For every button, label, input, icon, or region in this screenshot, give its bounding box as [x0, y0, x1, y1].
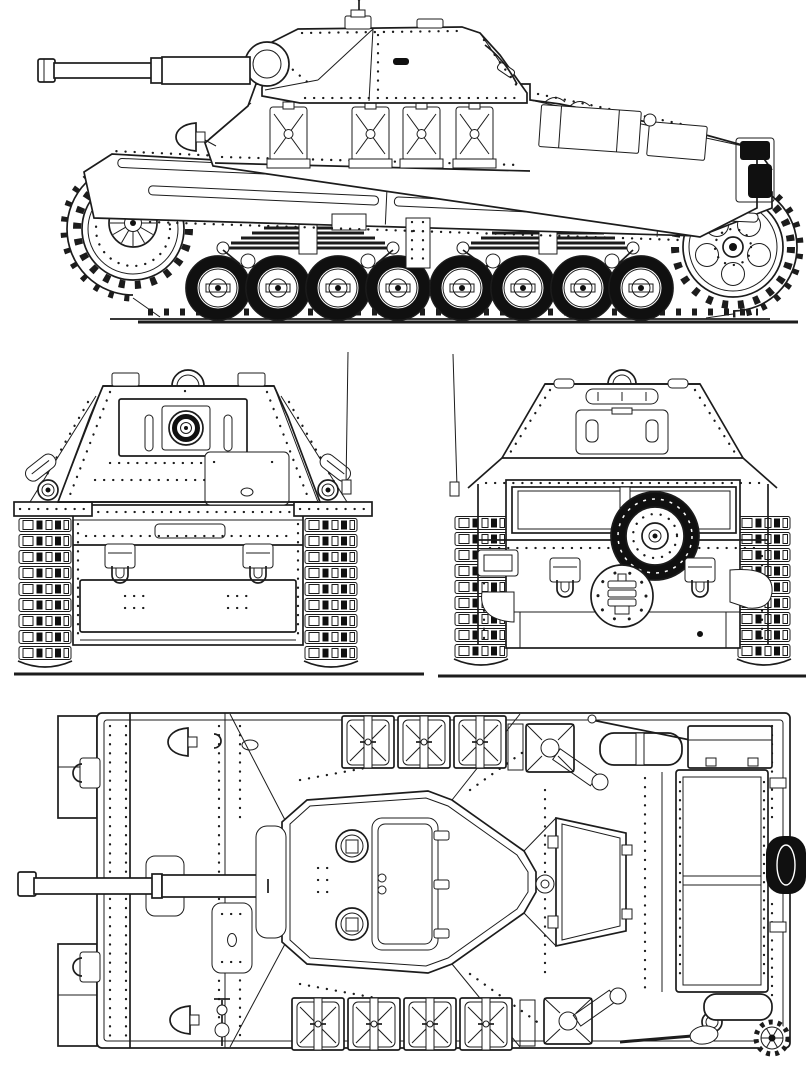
gun-mantlet [244, 41, 290, 87]
tow-shackle-front-lower [72, 951, 101, 983]
mantlet-top [255, 825, 287, 939]
tow-shackle-front-upper [72, 757, 101, 789]
rear-fittings [477, 549, 773, 637]
road-wheel [186, 256, 250, 320]
crowbar [591, 719, 701, 743]
headlight [175, 122, 217, 152]
top-edge-equipment [167, 714, 773, 791]
antenna-rear [449, 353, 460, 497]
spare-road-wheel [610, 491, 700, 581]
jerry-can-rack [347, 997, 401, 1051]
corner-equipment-left [25, 453, 57, 482]
suspension-bogies [186, 216, 673, 320]
jerry-can-rack [341, 715, 395, 769]
turret-top [255, 790, 537, 974]
air-scoop-lower [543, 987, 627, 1045]
driver-plate [204, 451, 290, 506]
tail-light-cluster [735, 137, 775, 203]
vision-slot [223, 414, 233, 452]
glacis-and-turret-front [29, 369, 348, 506]
stowage-box-rear [687, 725, 773, 769]
road-wheel [609, 256, 673, 320]
jerry-can-rack [291, 997, 345, 1051]
gun-top [17, 855, 269, 917]
jerry-can-rack [403, 997, 457, 1051]
rear-view [438, 353, 806, 678]
jerry-can-row [266, 101, 497, 169]
road-wheel [430, 256, 494, 320]
fenders-front [13, 501, 373, 517]
road-wheel [246, 256, 310, 320]
bottom-edge-equipment [169, 987, 773, 1051]
road-wheel [491, 256, 555, 320]
stowed-cylinder-lower [703, 993, 773, 1021]
gun-barrel-side [37, 56, 251, 85]
road-wheel [306, 256, 370, 320]
front-view [13, 351, 424, 676]
jerry-can-rack [459, 997, 513, 1051]
rear-hatch-circular [590, 564, 654, 628]
turret-side [244, 0, 528, 104]
gun-mantlet-front [118, 398, 248, 457]
engine-deck-boxes [538, 97, 708, 161]
upper-hull [175, 83, 775, 238]
lower-hull-front [72, 504, 304, 646]
track-left [453, 516, 509, 666]
engine-intake-grille [535, 816, 633, 948]
side-view [37, 0, 804, 322]
stowage-box-left [477, 549, 519, 577]
top-view [17, 712, 806, 1057]
headlight-left [37, 479, 59, 501]
sprocket-cap [753, 1019, 791, 1057]
antenna-front [341, 351, 352, 495]
ribbed-block [507, 723, 524, 771]
pistol-port [393, 58, 409, 65]
track-left [17, 518, 73, 668]
right-edge-fittings [701, 724, 791, 1057]
headlight-right [317, 479, 339, 501]
jerry-can-rack [453, 715, 507, 769]
turret-hatch-top [371, 817, 450, 951]
periscope-forward [335, 829, 369, 863]
mud-chute [405, 217, 431, 269]
air-scoop [525, 723, 609, 791]
rear-deck-grille [675, 769, 769, 993]
jerry-can-rack [397, 715, 451, 769]
turret-roof-fittings [344, 0, 444, 30]
exhaust-bell-left [481, 591, 515, 623]
hand-pump [214, 998, 230, 1046]
taillight-right [729, 568, 773, 609]
vision-slot [144, 414, 154, 452]
turret-rear [500, 369, 745, 459]
stowed-cylinder [599, 732, 683, 766]
corner-equipment-right [319, 453, 351, 482]
driver-hatch-top [211, 902, 253, 974]
road-wheel [551, 256, 615, 320]
lifting-shackle [607, 369, 637, 385]
track-right [303, 518, 359, 668]
periscope-aft [335, 907, 369, 941]
lifting-hook [213, 733, 222, 749]
shovel [619, 1025, 719, 1045]
ribbed-block [519, 999, 536, 1047]
lifting-shackle [171, 369, 205, 387]
track-right [736, 516, 792, 666]
exhaust-muffler [766, 836, 806, 894]
